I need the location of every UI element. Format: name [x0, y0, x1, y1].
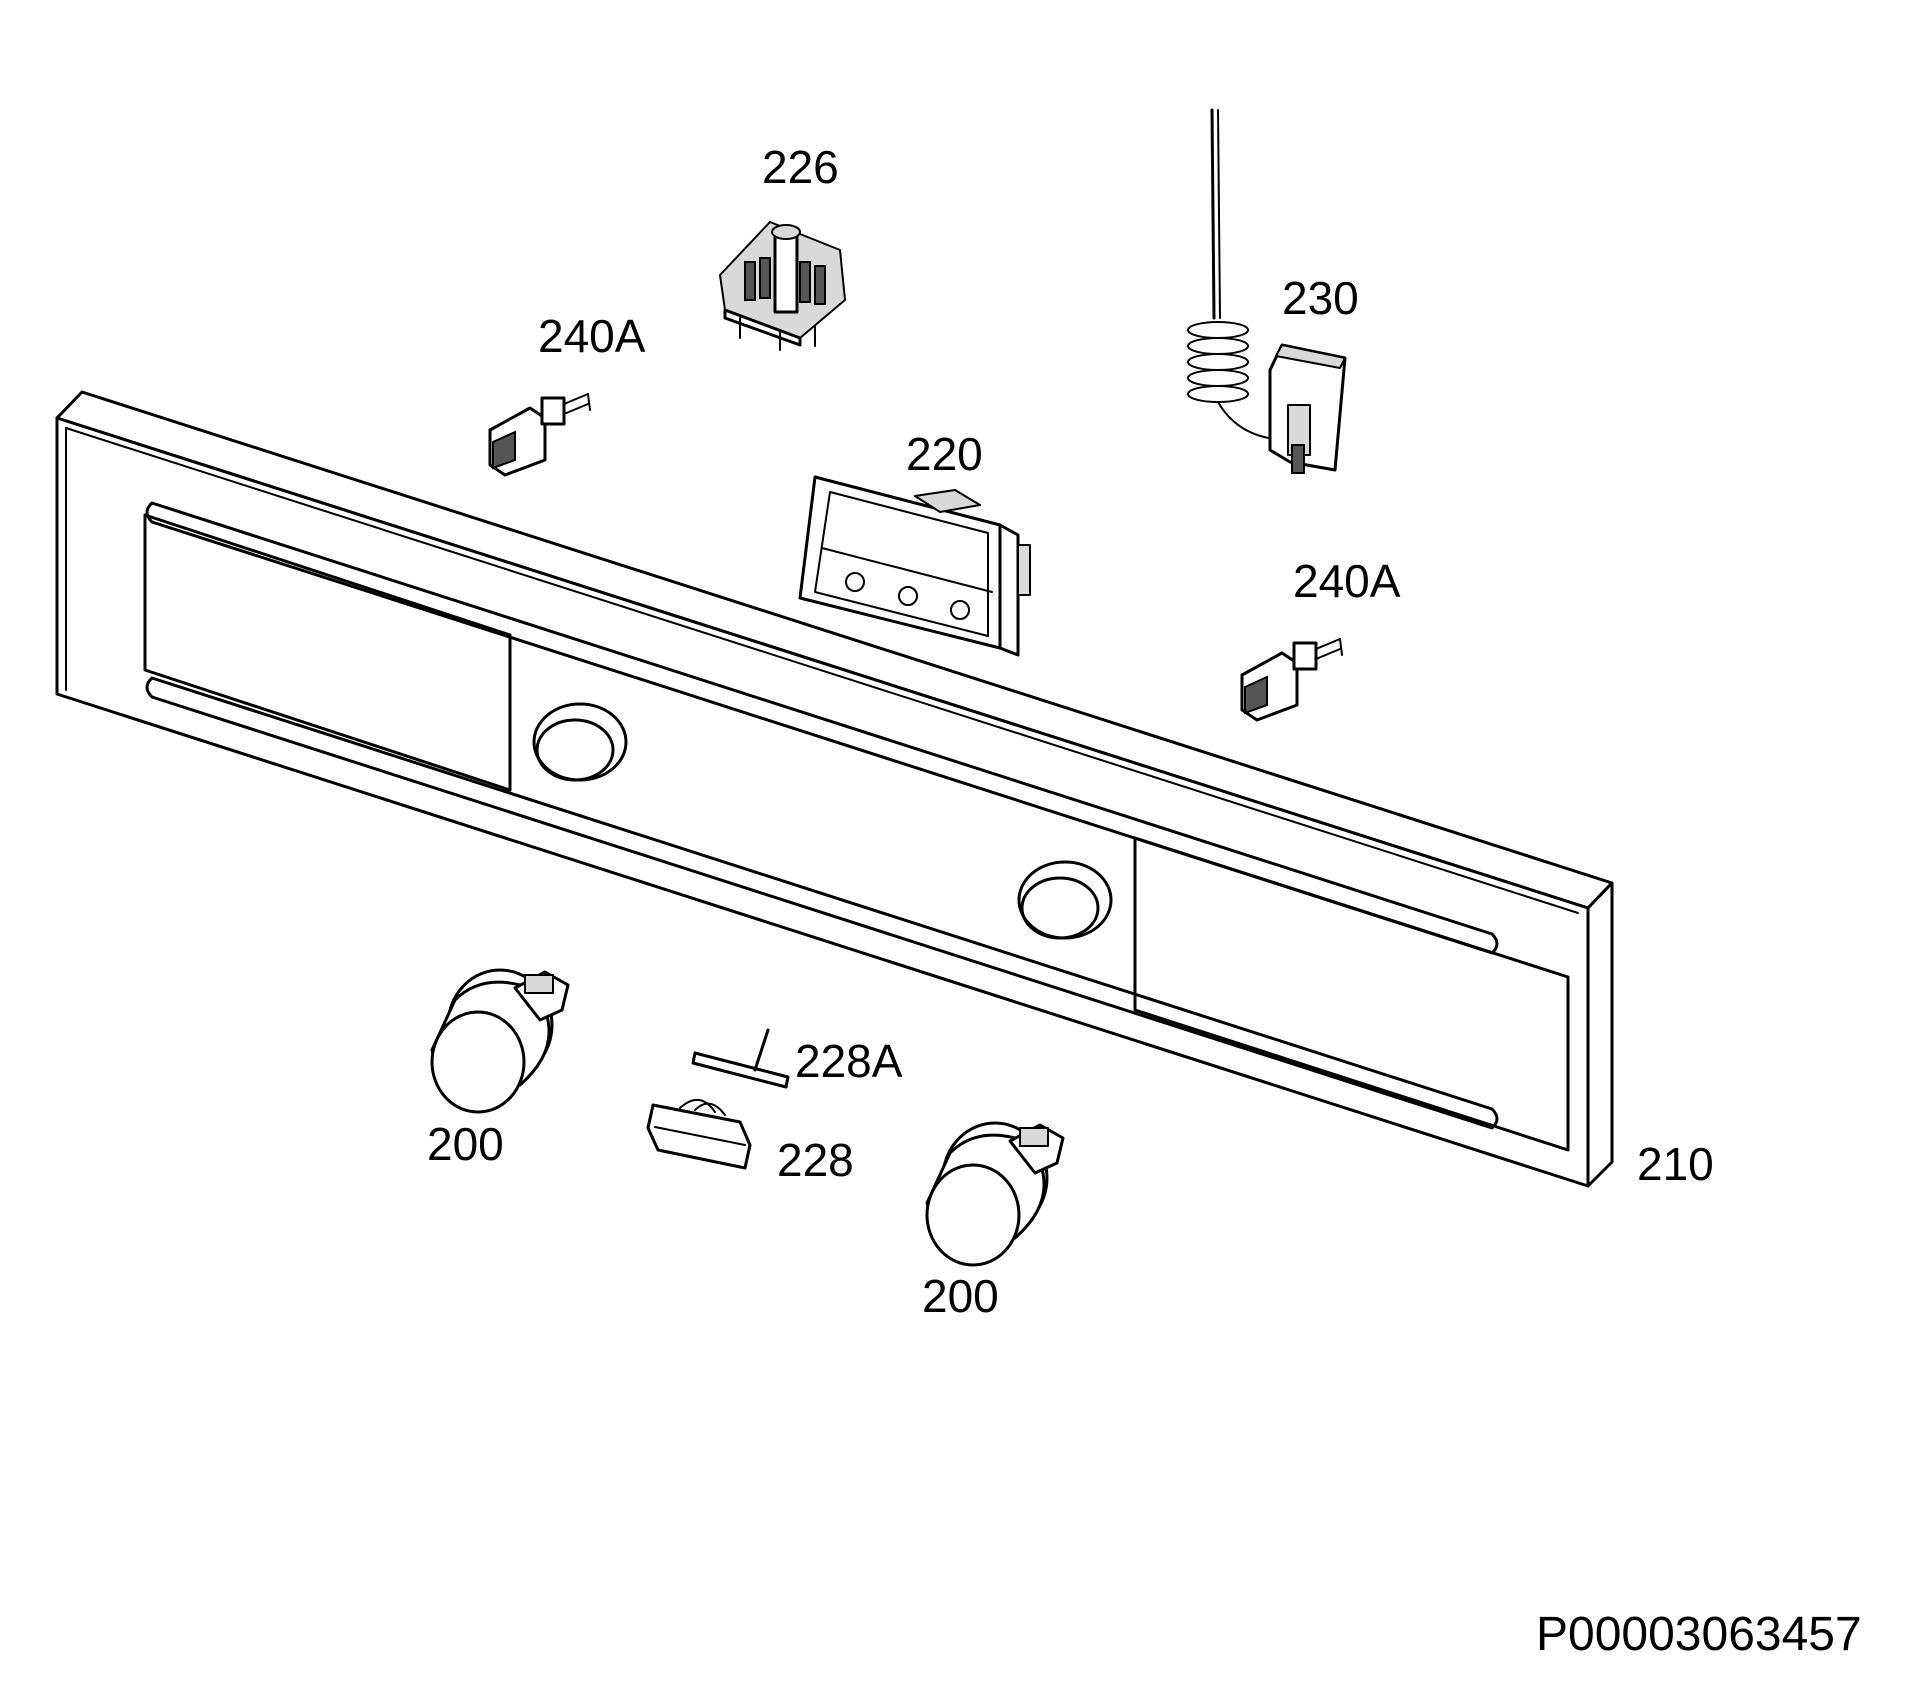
lamp-holder-240a-right [1240, 638, 1343, 722]
label-200-right: 200 [922, 1270, 999, 1322]
label-200-left: 200 [427, 1118, 504, 1170]
knob-200-left [430, 968, 570, 1114]
knob-200-right [925, 1121, 1065, 1267]
label-228: 228 [777, 1134, 854, 1186]
label-240a-right: 240A [1293, 555, 1401, 607]
control-panel-210 [55, 390, 1614, 1188]
label-220: 220 [906, 428, 983, 480]
label-226: 226 [762, 141, 839, 193]
label-240a-left: 240A [538, 310, 646, 362]
lamp-holder-240a-left [488, 393, 591, 477]
label-210: 210 [1637, 1138, 1714, 1190]
thermostat-230 [1187, 108, 1347, 474]
label-230: 230 [1282, 272, 1359, 324]
light-guide-228a [691, 1028, 790, 1089]
selector-switch-226 [719, 221, 846, 351]
led-board-228 [646, 1099, 752, 1170]
label-228a: 228A [795, 1035, 903, 1087]
document-id: P00003063457 [1536, 1608, 1862, 1661]
display-module-220 [798, 475, 1031, 657]
